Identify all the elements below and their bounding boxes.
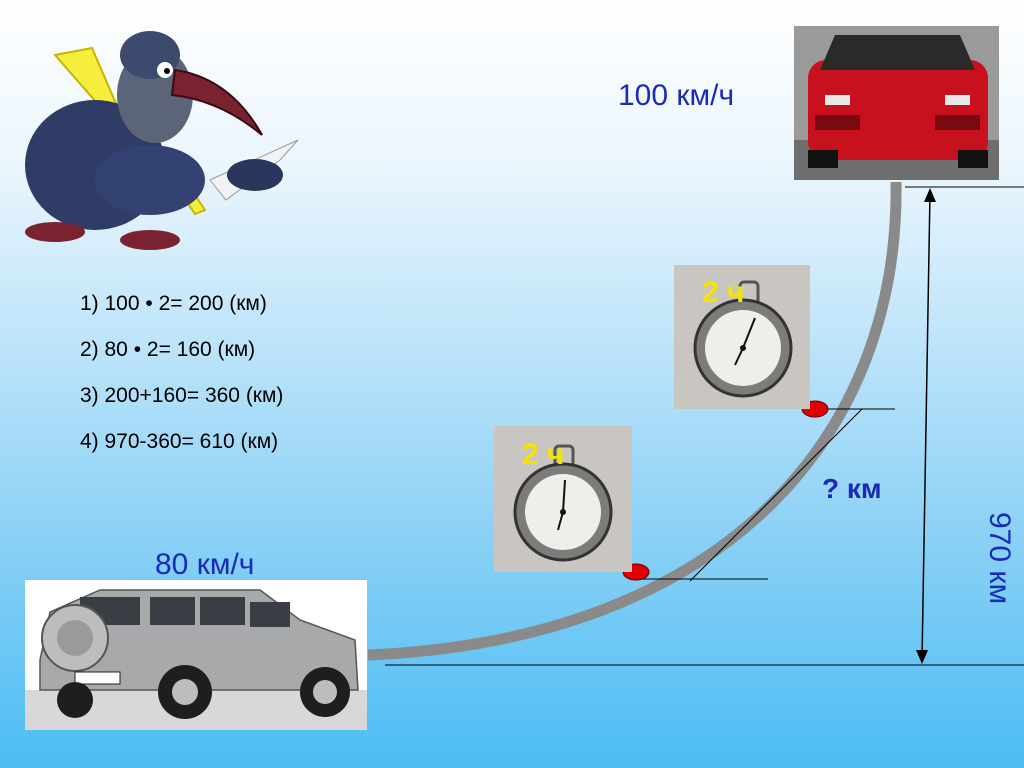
unknown-distance-label: ? км [822, 473, 882, 504]
road-curve [367, 181, 902, 661]
solution-step-2: 2) 80 • 2= 160 (км) [80, 338, 256, 361]
distance-arrow [916, 188, 936, 664]
stopwatch-icon [494, 426, 632, 572]
red-car-icon [794, 26, 999, 180]
total-distance-label: 970 км [983, 512, 1016, 605]
solution-step-3: 3) 200+160= 360 (км) [80, 384, 284, 407]
red-car-speed: 100 км/ч [618, 79, 735, 112]
gray-car-speed: 80 км/ч [155, 548, 255, 581]
gray-suv-icon [25, 580, 367, 730]
solution-step-1: 1) 100 • 2= 200 (км) [80, 292, 267, 315]
stopwatch-icon [674, 265, 810, 409]
stopwatch-label-lower: 2 ч [522, 438, 565, 471]
stopwatch-label-upper: 2 ч [702, 276, 745, 309]
solution-step-4: 4) 970-360= 610 (км) [80, 430, 279, 453]
crow-with-lightning-icon [25, 31, 299, 250]
